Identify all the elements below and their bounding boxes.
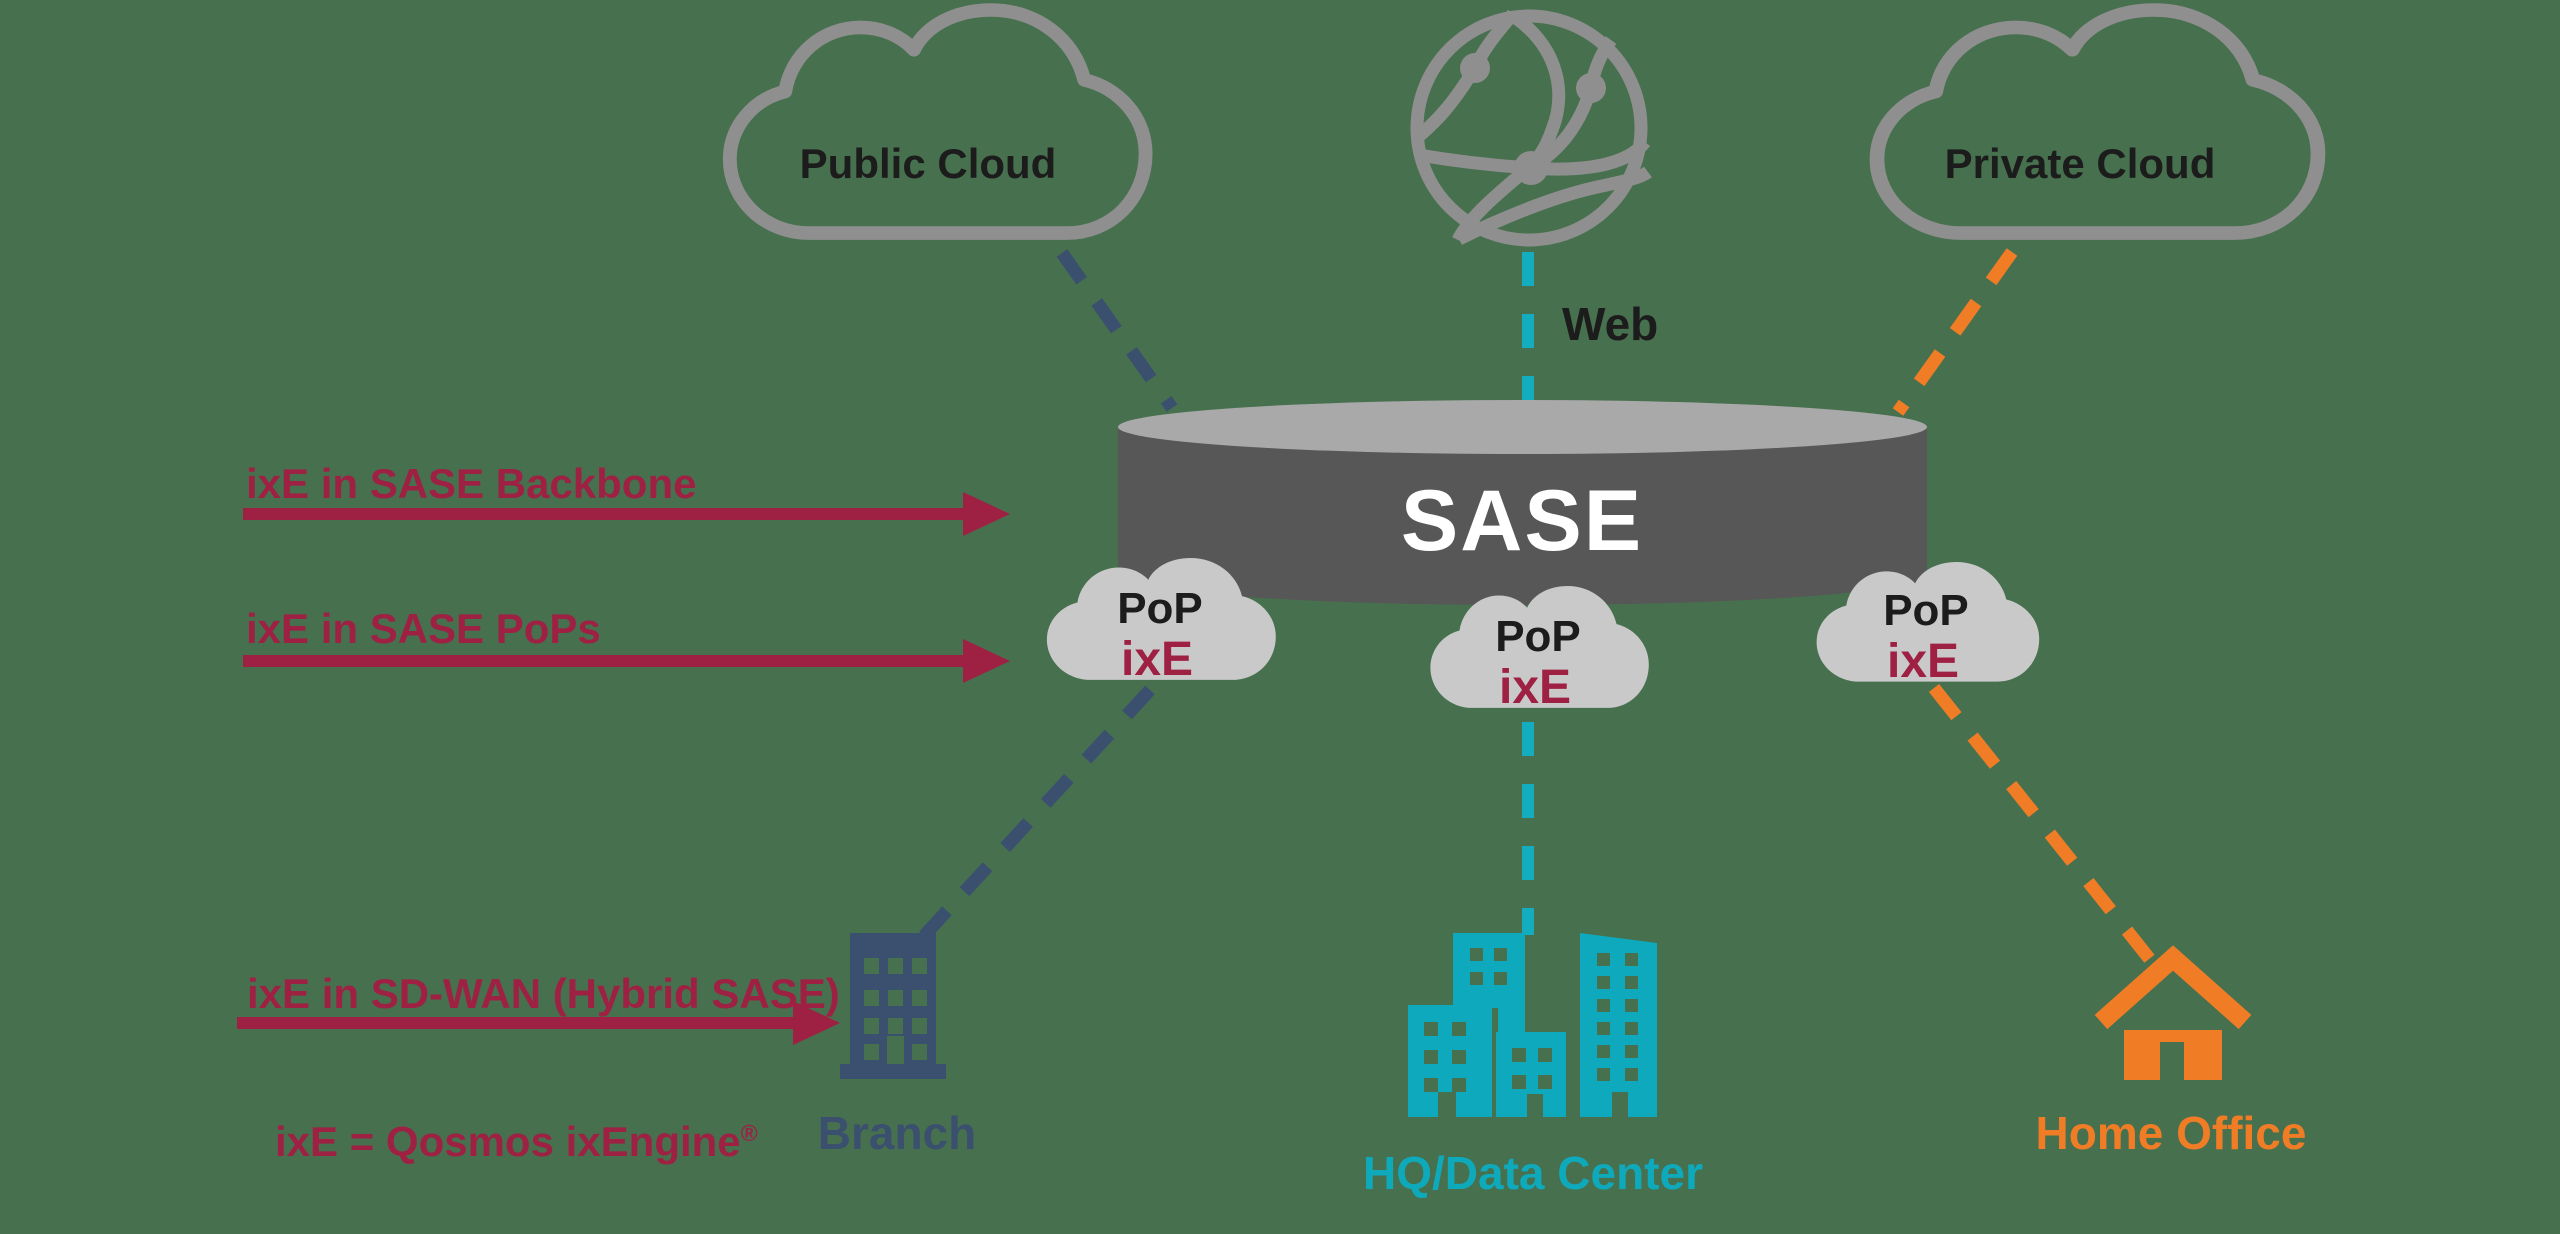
branch-label: Branch — [817, 1107, 977, 1159]
public-cloud-icon — [730, 10, 1146, 233]
pops-arrow — [243, 639, 1010, 683]
private-cloud-icon — [1877, 10, 2318, 233]
link-private-cloud-sase — [1892, 248, 2018, 416]
backbone-arrow — [243, 492, 1010, 536]
registered-mark: ® — [740, 1120, 758, 1146]
home-office-label: Home Office — [2035, 1107, 2307, 1159]
annotation-pops: ixE in SASE PoPs — [246, 605, 601, 652]
pop-label-right: PoP — [1883, 586, 1969, 635]
sdwan-arrow — [237, 1001, 840, 1045]
public-cloud-label: Public Cloud — [799, 140, 1057, 187]
footnote-text: ixE = Qosmos ixEngine — [275, 1118, 741, 1165]
web-label: Web — [1562, 298, 1659, 350]
footnote: ixE = Qosmos ixEngine® — [275, 1118, 758, 1166]
link-pop-branch — [917, 685, 1155, 943]
link-pop-home-office — [1928, 683, 2158, 967]
annotation-backbone: ixE in SASE Backbone — [246, 460, 697, 507]
pop-label-middle: PoP — [1495, 612, 1581, 661]
sase-cylinder — [1118, 400, 1927, 606]
web-globe-icon — [1410, 9, 1652, 247]
link-public-cloud-sase — [1056, 249, 1178, 412]
pop-engine-label-right: ixE — [1886, 635, 1960, 688]
home-office-house-icon — [2094, 945, 2252, 1080]
branch-building-icon — [840, 933, 946, 1079]
pop-label-left: PoP — [1117, 584, 1203, 633]
sase-label: SASE — [1400, 473, 1644, 569]
hq-label: HQ/Data Center — [1363, 1147, 1703, 1199]
private-cloud-label: Private Cloud — [1944, 140, 2216, 187]
pop-engine-label-middle: ixE — [1498, 661, 1572, 714]
hq-buildings-icon — [1408, 933, 1657, 1117]
pop-engine-label-left: ixE — [1120, 633, 1194, 686]
annotation-sdwan: ixE in SD-WAN (Hybrid SASE) — [247, 970, 840, 1017]
